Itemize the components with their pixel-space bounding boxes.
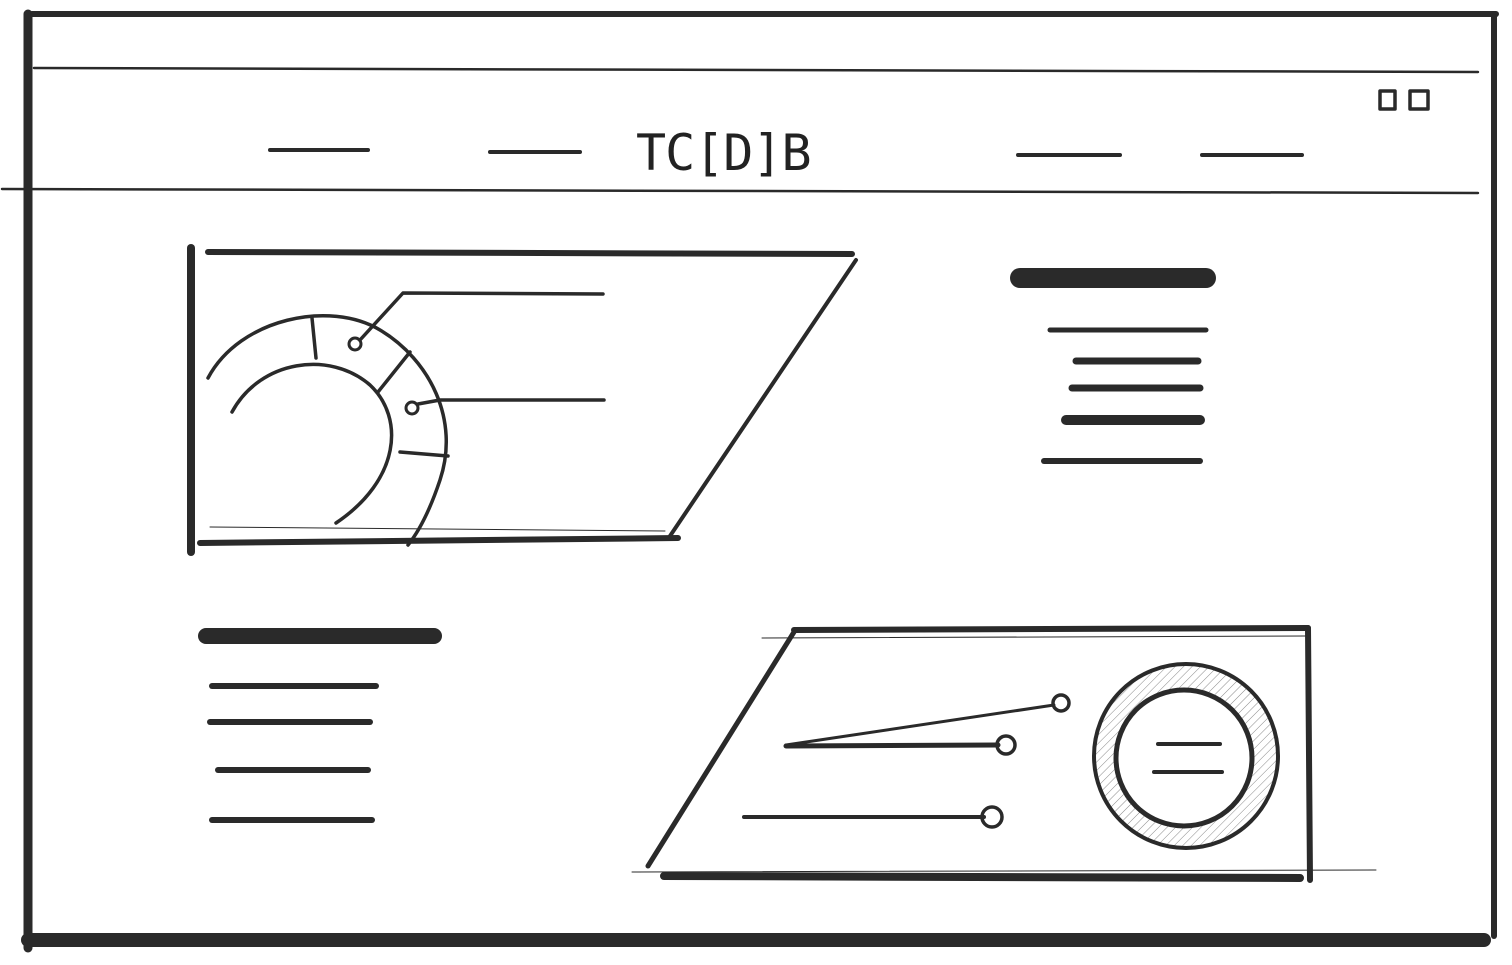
- text-block-left: [198, 628, 442, 823]
- slider-handle[interactable]: [1051, 693, 1071, 713]
- window-maximize-icon[interactable]: [1408, 89, 1430, 111]
- callout-dot: [347, 336, 363, 352]
- slider-handle[interactable]: [995, 734, 1017, 756]
- dial-knob[interactable]: [1092, 662, 1280, 850]
- text-block-right: [1010, 268, 1216, 464]
- browser-frame: [21, 9, 1499, 953]
- gauge-chart: [206, 291, 606, 547]
- callout-dot: [404, 400, 420, 416]
- window-minimize-icon[interactable]: [1378, 89, 1397, 111]
- slider-handle[interactable]: [980, 805, 1004, 829]
- controls-card[interactable]: [631, 625, 1377, 883]
- header-bar: TC[D]B: [0, 89, 1480, 195]
- slider-group[interactable]: [742, 693, 1071, 829]
- gauge-card[interactable]: [187, 244, 858, 556]
- app-logo[interactable]: TC[D]B: [636, 124, 812, 182]
